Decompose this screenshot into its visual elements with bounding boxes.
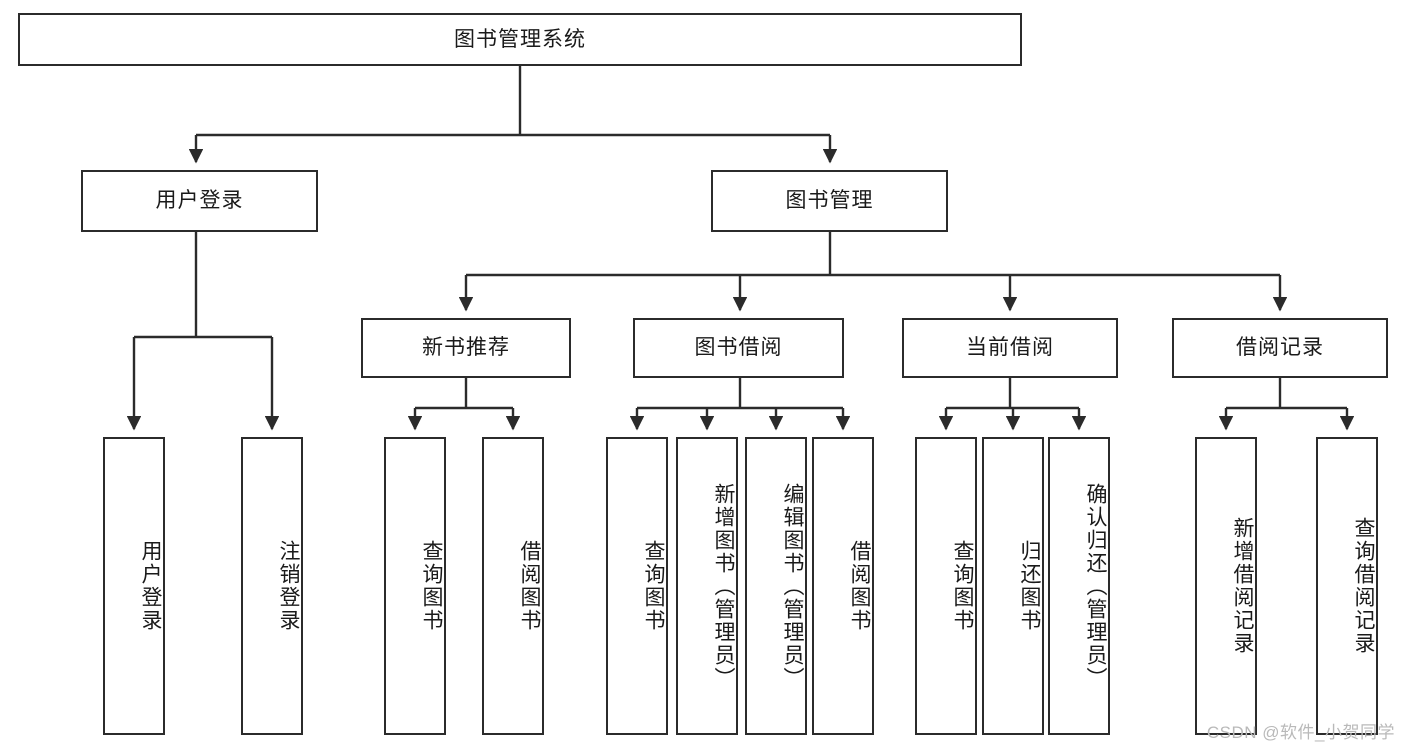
leaf-book-borrow-edit[interactable]: 编辑图书（管理员）	[745, 437, 807, 735]
node-borrow-record[interactable]: 借阅记录	[1172, 318, 1388, 378]
leaf-current-borrow-query[interactable]: 查询图书	[915, 437, 977, 735]
node-label: 查询图书	[951, 540, 974, 632]
node-label: 查询图书	[642, 540, 665, 632]
leaf-new-book-query[interactable]: 查询图书	[384, 437, 446, 735]
node-book-management[interactable]: 图书管理	[711, 170, 948, 232]
leaf-borrow-record-add[interactable]: 新增借阅记录	[1195, 437, 1257, 735]
node-label: 借阅图书	[848, 540, 871, 632]
node-label: 图书借阅	[694, 336, 783, 360]
node-label: 用户登录	[139, 540, 162, 632]
leaf-current-borrow-return[interactable]: 归还图书	[982, 437, 1044, 735]
node-book-borrow[interactable]: 图书借阅	[633, 318, 844, 378]
node-label: 借阅记录	[1236, 336, 1324, 360]
node-user-login[interactable]: 用户登录	[81, 170, 318, 232]
node-label: 新增图书（管理员）	[712, 482, 735, 690]
node-label: 确认归还（管理员）	[1084, 482, 1107, 690]
node-label: 图书管理系统	[454, 27, 586, 51]
node-label: 查询借阅记录	[1352, 517, 1375, 655]
node-label: 新增借阅记录	[1231, 517, 1254, 655]
leaf-borrow-record-query[interactable]: 查询借阅记录	[1316, 437, 1378, 735]
leaf-current-borrow-confirm-return[interactable]: 确认归还（管理员）	[1048, 437, 1110, 735]
node-label: 当前借阅	[966, 336, 1054, 360]
leaf-user-login-logout[interactable]: 注销登录	[241, 437, 303, 735]
node-label: 新书推荐	[422, 336, 510, 360]
watermark-text: CSDN @软件_小贺同学	[1206, 723, 1395, 742]
leaf-new-book-borrow[interactable]: 借阅图书	[482, 437, 544, 735]
node-current-borrow[interactable]: 当前借阅	[902, 318, 1118, 378]
leaf-book-borrow-borrow[interactable]: 借阅图书	[812, 437, 874, 735]
node-root-book-management-system[interactable]: 图书管理系统	[18, 13, 1022, 66]
node-label: 查询图书	[420, 540, 443, 632]
node-label: 归还图书	[1018, 540, 1041, 632]
node-new-book-recommend[interactable]: 新书推荐	[361, 318, 571, 378]
leaf-user-login-login[interactable]: 用户登录	[103, 437, 165, 735]
node-label: 借阅图书	[518, 540, 541, 632]
node-label: 用户登录	[155, 189, 244, 213]
leaf-book-borrow-add[interactable]: 新增图书（管理员）	[676, 437, 738, 735]
leaf-book-borrow-query[interactable]: 查询图书	[606, 437, 668, 735]
node-label: 编辑图书（管理员）	[781, 482, 804, 690]
node-label: 注销登录	[277, 540, 300, 632]
node-label: 图书管理	[785, 189, 874, 213]
